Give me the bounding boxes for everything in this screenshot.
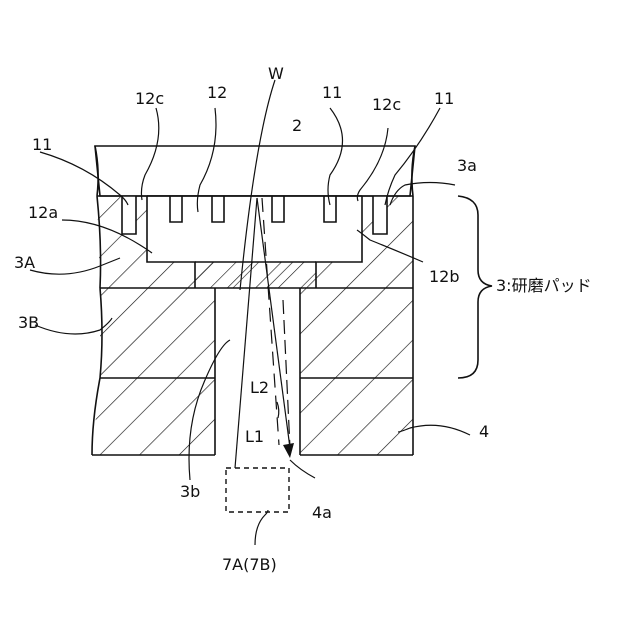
label-3B: 3B [18, 313, 39, 332]
label-12a: 12a [28, 203, 58, 222]
label-12: 12 [207, 83, 227, 102]
label-L1: L1 [245, 427, 264, 446]
label-12c-right: 12c [372, 95, 401, 114]
label-12b: 12b [429, 267, 460, 286]
label-L2: L2 [250, 378, 269, 397]
label-w: W [268, 64, 284, 83]
pad-layer-3B [100, 288, 413, 378]
label-2: 2 [292, 116, 302, 135]
label-4: 4 [479, 422, 489, 441]
label-3a: 3a [457, 156, 477, 175]
label-11-left: 11 [32, 135, 52, 154]
label-sensor: 7A(7B) [222, 555, 277, 574]
label-3: 3:研磨パッド [496, 276, 592, 295]
arrow-head-icon [283, 443, 294, 458]
pad-layer-3A [97, 196, 413, 288]
sensor-box [226, 468, 289, 512]
brace-3 [458, 196, 492, 378]
label-3A: 3A [14, 253, 35, 272]
label-12c-left: 12c [135, 89, 164, 108]
label-11-right: 11 [434, 89, 454, 108]
label-4a: 4a [312, 503, 332, 522]
label-11-mid: 11 [322, 83, 342, 102]
label-3b: 3b [180, 482, 200, 501]
